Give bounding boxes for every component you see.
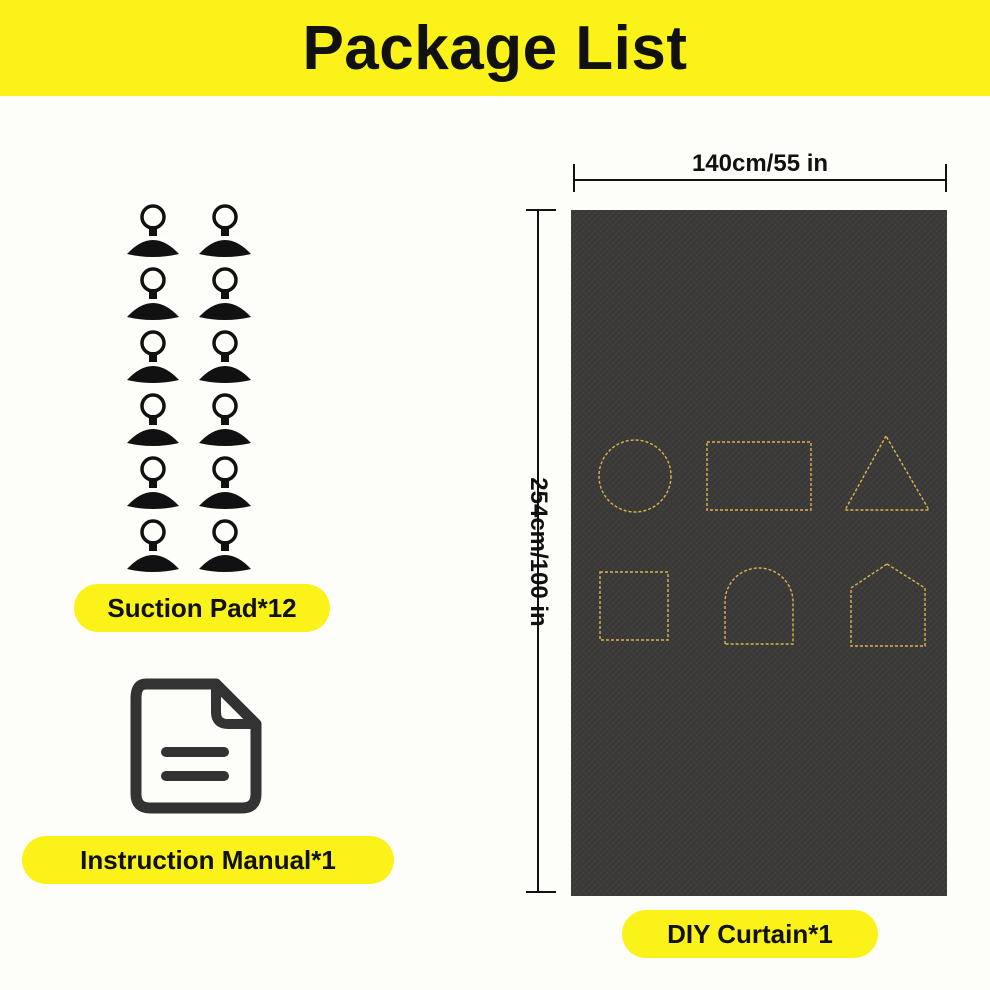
instruction-manual-label: Instruction Manual*1 — [22, 836, 394, 884]
suction-cup-icon — [124, 517, 182, 575]
arch-shape — [724, 567, 794, 645]
curtain-fabric — [571, 210, 947, 896]
suction-cup-icon — [196, 265, 254, 323]
suction-cup-icon — [124, 454, 182, 512]
document-icon — [130, 678, 262, 814]
suction-pad-label: Suction Pad*12 — [74, 584, 330, 632]
suction-cup-icon — [124, 391, 182, 449]
diy-curtain-label: DIY Curtain*1 — [622, 910, 878, 958]
instruction-manual-label-text: Instruction Manual*1 — [80, 844, 336, 875]
suction-cup-icon — [196, 517, 254, 575]
rectangle-shape — [706, 441, 812, 511]
suction-cup-icon — [124, 328, 182, 386]
triangle-shape — [843, 434, 931, 511]
height-dimension: 254cm/100 in — [516, 208, 560, 896]
diy-curtain-label-text: DIY Curtain*1 — [667, 918, 833, 949]
suction-pad-group — [120, 200, 260, 580]
suction-cup-icon — [196, 454, 254, 512]
width-dimension-line — [573, 164, 947, 192]
width-label: 140cm/55 in — [691, 150, 829, 177]
pentagon-shape — [850, 563, 926, 647]
suction-cup-icon — [196, 391, 254, 449]
header-banner: Package List — [0, 0, 990, 96]
suction-cup-icon — [196, 328, 254, 386]
suction-cup-icon — [124, 202, 182, 260]
suction-cup-icon — [124, 265, 182, 323]
diy-curtain — [571, 210, 947, 896]
height-label: 254cm/100 in — [525, 477, 552, 627]
width-dimension: 140cm/55 in — [572, 150, 948, 196]
height-dimension-line — [526, 209, 556, 893]
suction-pad-label-text: Suction Pad*12 — [107, 592, 297, 623]
circle-shape — [598, 439, 672, 513]
curtain-panel — [571, 210, 947, 896]
suction-cup-icon — [196, 202, 254, 260]
page-title: Package List — [302, 13, 688, 83]
square-shape — [599, 571, 669, 641]
instruction-manual — [124, 672, 268, 820]
